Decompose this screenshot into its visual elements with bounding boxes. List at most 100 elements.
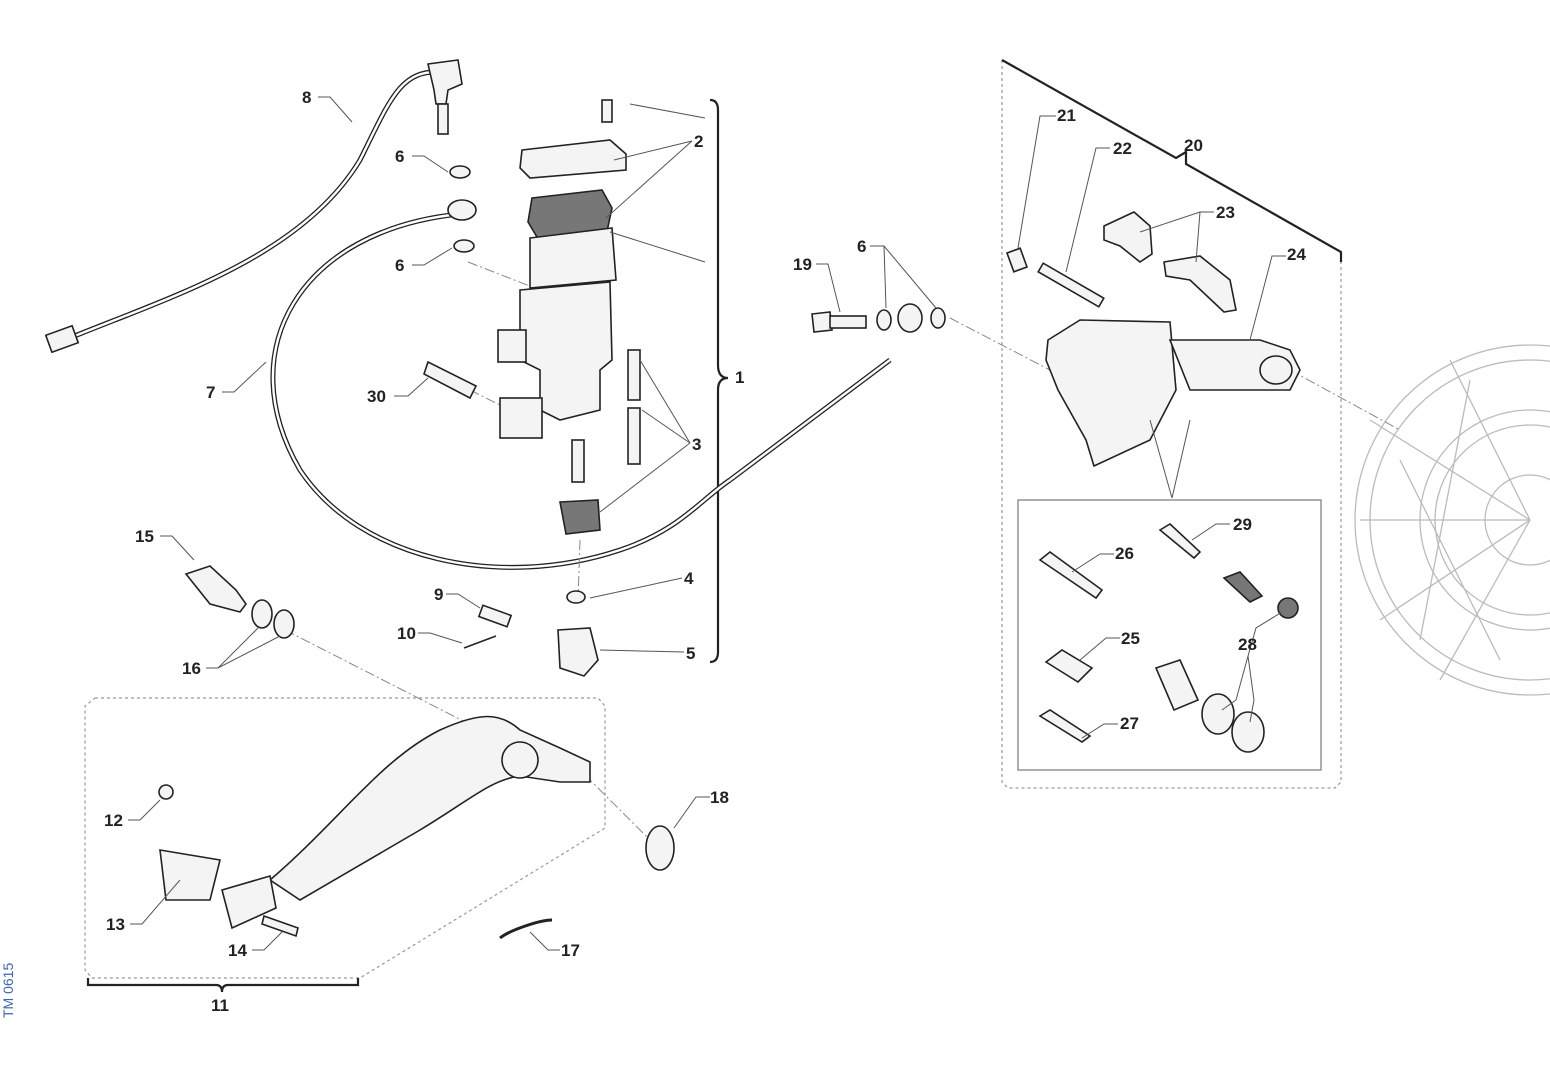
callout-11: 11 xyxy=(211,996,229,1015)
bleed-valve-21 xyxy=(1005,247,1029,273)
callout-10: 10 xyxy=(397,624,416,643)
callout-6-caliper: 6 xyxy=(857,237,866,256)
washer-6a xyxy=(449,165,471,179)
callout-22: 22 xyxy=(1113,139,1132,158)
callout-21: 21 xyxy=(1057,106,1076,125)
cap-screw xyxy=(601,99,613,123)
callout-6-upper: 6 xyxy=(395,147,404,166)
callout-28: 28 xyxy=(1238,635,1257,654)
callout-18: 18 xyxy=(710,788,729,807)
callout-15: 15 xyxy=(135,527,154,546)
callout-4: 4 xyxy=(684,569,694,588)
callout-29: 29 xyxy=(1233,515,1252,534)
sensor-cable-8 xyxy=(44,59,463,354)
mounting-lug-upper xyxy=(497,329,527,363)
master-cylinder-body xyxy=(519,281,613,421)
washer-16a xyxy=(251,599,273,629)
brake-hose-7 xyxy=(270,211,892,570)
bolt-30 xyxy=(423,360,478,400)
callout-6-lower: 6 xyxy=(395,256,404,275)
piston xyxy=(1154,659,1200,712)
reference-code: TM 0615 xyxy=(0,963,16,1018)
leader-lines xyxy=(128,96,1286,951)
pedal-step-13 xyxy=(159,849,221,901)
pedal-tip xyxy=(221,874,277,930)
caliper-kit-illustration xyxy=(1038,523,1299,753)
banjo-bolt-group xyxy=(811,303,946,333)
brake-caliper-illustration xyxy=(1005,211,1301,468)
washer-6d xyxy=(930,307,946,329)
dust-boot-28 xyxy=(1277,597,1299,619)
pad-clip-27 xyxy=(1038,709,1092,743)
callout-labels: 1 2 3 4 5 6 6 6 7 8 9 10 11 12 13 14 15 … xyxy=(104,88,1306,1015)
rear-wheel-illustration xyxy=(1354,344,1550,696)
master-cylinder-illustration xyxy=(423,99,641,677)
banjo-bolt-19-shank xyxy=(829,315,867,329)
callout-3: 3 xyxy=(692,435,701,454)
callout-19: 19 xyxy=(793,255,812,274)
callout-24: 24 xyxy=(1287,245,1306,264)
reservoir-body xyxy=(529,227,617,289)
brake-pedal-illustration xyxy=(158,565,675,940)
pivot-hole xyxy=(501,741,539,779)
piston-seal-28b xyxy=(1231,711,1265,753)
callout-16: 16 xyxy=(182,659,201,678)
reservoir-spring xyxy=(627,349,641,401)
callout-14: 14 xyxy=(228,941,247,960)
washer-18 xyxy=(645,825,675,871)
guide-pin-28 xyxy=(1222,571,1264,603)
screw-14 xyxy=(261,914,299,938)
callout-13: 13 xyxy=(106,915,125,934)
callout-1: 1 xyxy=(735,368,744,387)
slide-pin-26 xyxy=(1038,550,1104,600)
caliper-group-bracket xyxy=(1001,59,1343,262)
callout-30: 30 xyxy=(367,387,386,406)
clevis-pin-9 xyxy=(477,604,513,628)
clevis-5 xyxy=(557,627,599,677)
return-spring-17 xyxy=(499,918,553,940)
banjo-fitting-7 xyxy=(447,199,477,221)
pedal-group-box xyxy=(84,697,606,979)
callout-7: 7 xyxy=(206,383,215,402)
cable-connector xyxy=(44,324,80,354)
callout-25: 25 xyxy=(1121,629,1140,648)
push-rod xyxy=(571,439,585,483)
callout-17: 17 xyxy=(561,941,580,960)
banjo-fitting-8 xyxy=(427,59,463,105)
callout-9: 9 xyxy=(434,585,443,604)
caliper-body xyxy=(1045,319,1177,468)
reservoir-fitting xyxy=(627,407,641,465)
callout-20: 20 xyxy=(1184,136,1203,155)
pivot-bolt-15 xyxy=(184,565,247,613)
caliper-kit-box xyxy=(1017,499,1322,771)
brake-pedal-lever xyxy=(268,715,591,901)
reservoir-cap xyxy=(519,139,627,179)
callout-12: 12 xyxy=(104,811,123,830)
banjo-fitting-caliper xyxy=(897,303,923,333)
pad-pin-22 xyxy=(1037,262,1105,308)
split-pin-10 xyxy=(463,635,497,649)
slide-pin-29 xyxy=(1158,523,1202,560)
callout-2: 2 xyxy=(694,132,703,151)
nut-4 xyxy=(566,590,586,604)
washer-6c xyxy=(876,309,892,331)
mounting-lug-lower xyxy=(499,397,543,439)
banjo-bolt-19-head xyxy=(811,311,833,333)
callout-26: 26 xyxy=(1115,544,1134,563)
rubber-boot xyxy=(559,499,601,535)
nut-12 xyxy=(158,784,174,800)
banjo-bolt-8 xyxy=(437,103,449,135)
callout-23: 23 xyxy=(1216,203,1235,222)
callout-8: 8 xyxy=(302,88,311,107)
washer-16b xyxy=(273,609,295,639)
piston-seal-28a xyxy=(1201,693,1235,735)
pad-spring-25 xyxy=(1044,649,1094,684)
brake-pad-23b xyxy=(1163,255,1237,313)
caliper-group-box xyxy=(1001,60,1342,789)
master-cylinder-group-bracket xyxy=(709,98,729,664)
bracket-bore xyxy=(1259,355,1293,385)
washer-6b xyxy=(453,239,475,253)
pedal-group-bracket xyxy=(86,978,360,993)
